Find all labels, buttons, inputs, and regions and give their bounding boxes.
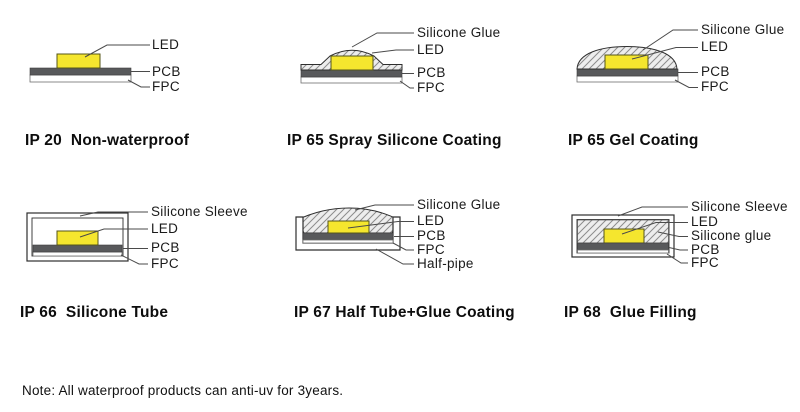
figure-title-ip20: IP 20 Non-waterproof xyxy=(25,132,190,149)
label-led: LED xyxy=(417,213,444,228)
label-fpc: FPC xyxy=(417,242,445,257)
pcb-layer xyxy=(577,242,669,251)
label-pcb: PCB xyxy=(417,228,446,243)
label-led: LED xyxy=(417,42,444,57)
led-chip xyxy=(330,55,374,71)
pcb-layer xyxy=(32,244,123,253)
label-fpc: FPC xyxy=(417,80,445,95)
note-text: Note: All waterproof products can anti-u… xyxy=(22,383,344,398)
leader-line-led xyxy=(631,47,698,60)
label-silicone-sleeve: Silicone Sleeve xyxy=(691,199,788,214)
label-silicone-glue: Silicone Glue xyxy=(417,197,500,212)
label-led: LED xyxy=(151,221,178,236)
label-led: LED xyxy=(701,39,728,54)
label-fpc: FPC xyxy=(691,255,719,270)
leader-line-half-pipe xyxy=(375,248,414,265)
led-chip xyxy=(604,54,649,70)
figure-ip67: Silicone Glue LED PCB FPC Half-pipe xyxy=(295,197,500,271)
label-fpc: FPC xyxy=(152,79,180,94)
figure-ip65-gel: Silicone Glue LED PCB FPC xyxy=(576,22,784,94)
label-led: LED xyxy=(152,37,179,52)
leader-line-led xyxy=(79,228,148,238)
led-chip xyxy=(603,228,645,244)
fpc-layer xyxy=(302,239,394,244)
led-chip xyxy=(56,53,101,69)
leader-line-led xyxy=(371,49,414,54)
pcb-layer xyxy=(576,68,679,77)
leader-line-fpc xyxy=(399,80,414,89)
figure-ip65-spray: Silicone Glue LED PCB FPC xyxy=(300,25,500,95)
leader-line-silicone-glue xyxy=(642,29,698,51)
fpc-layer xyxy=(576,75,679,83)
label-pcb: PCB xyxy=(701,64,730,79)
leader-line-fpc xyxy=(392,242,414,251)
leader-line-silicone-glue xyxy=(351,32,414,48)
label-fpc: FPC xyxy=(151,256,179,271)
label-half-pipe: Half-pipe xyxy=(417,256,474,271)
leader-line-silicone-glue xyxy=(354,204,414,211)
pcb-layer xyxy=(29,67,132,76)
label-silicone-glue: Silicone Glue xyxy=(417,25,500,40)
leader-line-fpc xyxy=(666,253,688,264)
leader-line-pcb xyxy=(668,247,688,251)
label-silicone-glue: Silicone Glue xyxy=(701,22,784,37)
leader-line-led xyxy=(84,44,150,58)
fpc-layer xyxy=(29,74,132,83)
figure-title-ip67: IP 67 Half Tube+Glue Coating xyxy=(294,304,515,321)
leader-line-fpc xyxy=(674,79,698,88)
leader-line-silicone-sleeve xyxy=(617,206,688,217)
fpc-layer xyxy=(32,251,123,257)
leader-line-led xyxy=(347,221,414,229)
fpc-layer xyxy=(300,76,403,84)
figure-ip20: LED PCB FPC xyxy=(29,37,181,94)
leader-line-silicone-glue xyxy=(657,231,688,237)
leader-line-fpc xyxy=(127,79,150,88)
label-pcb: PCB xyxy=(152,64,181,79)
figure-title-ip65-spray: IP 65 Spray Silicone Coating xyxy=(287,132,502,149)
label-led: LED xyxy=(691,214,718,229)
figure-ip68: Silicone Sleeve LED Silicone glue PCB FP… xyxy=(571,199,788,270)
label-fpc: FPC xyxy=(701,79,729,94)
label-pcb: PCB xyxy=(151,240,180,255)
leader-line-silicone-sleeve xyxy=(79,211,148,217)
pcb-layer xyxy=(302,232,394,241)
pcb-layer xyxy=(300,69,403,78)
figure-ip66: Silicone Sleeve LED PCB FPC xyxy=(26,204,248,271)
figure-title-ip66: IP 66 Silicone Tube xyxy=(20,304,169,321)
label-silicone-glue: Silicone glue xyxy=(691,228,771,243)
figure-title-ip68: IP 68 Glue Filling xyxy=(564,304,697,321)
figure-title-ip65-gel: IP 65 Gel Coating xyxy=(568,132,699,149)
fpc-layer xyxy=(577,249,669,254)
label-pcb: PCB xyxy=(417,65,446,80)
led-chip xyxy=(327,220,370,234)
label-silicone-sleeve: Silicone Sleeve xyxy=(151,204,248,219)
leader-line-led xyxy=(621,222,688,235)
leader-line-fpc xyxy=(120,254,148,265)
label-pcb: PCB xyxy=(691,242,720,257)
